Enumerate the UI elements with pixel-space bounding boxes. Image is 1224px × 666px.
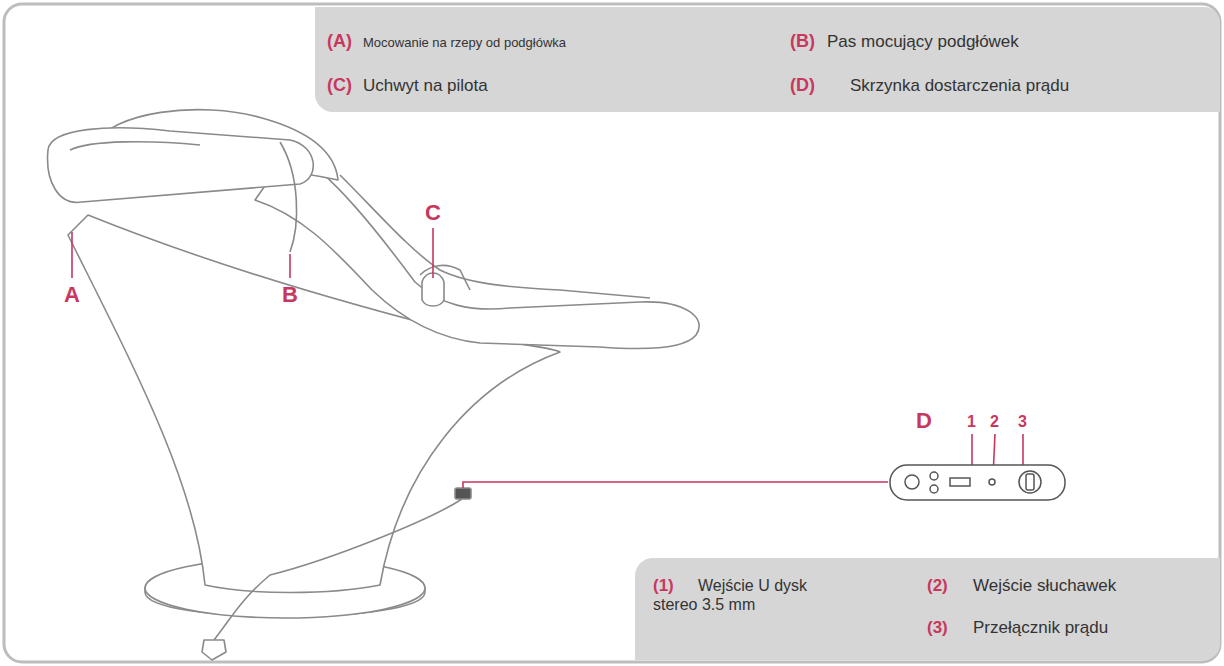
part-letter: D — [916, 410, 932, 432]
legend-text: Przełącznik prądu — [973, 618, 1108, 638]
power-box — [890, 465, 1065, 500]
usb-port — [950, 478, 970, 486]
part-letter: B — [282, 284, 298, 306]
legend-text: Pas mocujący podgłówek — [827, 32, 1019, 52]
legend-key: (A) — [327, 31, 352, 53]
chair-backrest — [255, 150, 699, 349]
legend-key: (D) — [790, 75, 815, 97]
chair-backrest-seam — [340, 175, 650, 298]
headrest-strap — [280, 142, 297, 252]
legend-key: (2) — [927, 576, 948, 596]
port — [930, 472, 938, 480]
frame — [4, 4, 1220, 662]
leader-line — [289, 254, 291, 278]
callout-number: 3 — [1018, 414, 1027, 430]
plug — [202, 640, 226, 660]
power-socket — [455, 488, 471, 499]
headphone-port — [989, 479, 995, 485]
legend-text: Wejście U dysk stereo 3.5 mm — [653, 576, 823, 614]
legend-key: (1) — [653, 576, 674, 596]
port — [930, 485, 938, 493]
legend-key: (3) — [927, 618, 948, 638]
leader-lines — [72, 228, 1023, 488]
part-letter: C — [425, 202, 441, 224]
legend-text: Uchwyt na pilota — [363, 76, 488, 96]
leader-line — [71, 232, 73, 278]
chair — [48, 110, 700, 660]
power-cable — [214, 499, 462, 640]
legend-text: Wejście słuchawek — [973, 576, 1116, 596]
legend-text: Skrzynka dostarczenia prądu — [850, 76, 1069, 96]
legend-key: (B) — [790, 31, 815, 53]
chair-shell — [68, 215, 560, 593]
callout-number: 2 — [990, 414, 999, 430]
legend-text: Mocowanie na rzepy od podgłówka — [363, 35, 566, 51]
leader-line — [463, 482, 888, 488]
callout-number: 1 — [967, 414, 976, 430]
headrest-seam — [70, 142, 200, 150]
legend-key: (C) — [327, 75, 352, 97]
power-switch-knob — [1026, 474, 1034, 490]
legend-panel: (1)Wejście U dysk stereo 3.5 mm (2) Wejści… — [635, 558, 1220, 660]
headrest — [48, 128, 314, 203]
legend-panel: (A) Mocowanie na rzepy od podgłówka (B) Pas… — [315, 7, 1220, 112]
part-letter: A — [64, 284, 80, 306]
leader-line — [432, 228, 434, 278]
power-switch — [1019, 471, 1041, 493]
power-box-outline — [890, 465, 1065, 500]
port — [905, 475, 919, 489]
